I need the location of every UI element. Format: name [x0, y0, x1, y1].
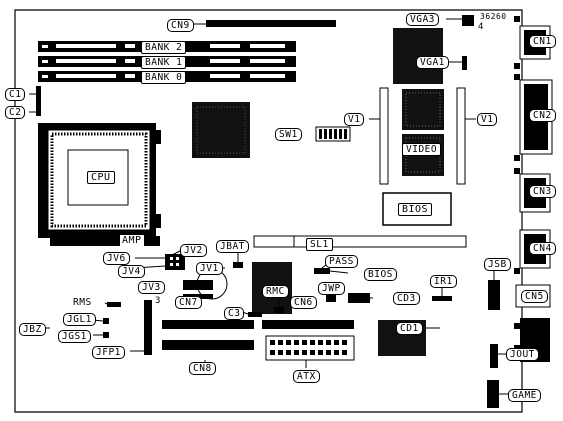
atx-label: ATX [293, 370, 320, 383]
cpu-label: CPU [87, 171, 115, 184]
cn8-header [162, 340, 254, 350]
v1-right-label: V1 [477, 113, 498, 126]
cn2-label: CN2 [529, 109, 556, 122]
cn6-label: CN6 [290, 296, 317, 309]
cn7-header [162, 320, 254, 329]
rms-label: RMS [73, 297, 92, 308]
v1-right-slot [456, 87, 466, 185]
pin-3-label: 3 [155, 296, 161, 306]
vga3-label: VGA3 [406, 13, 439, 26]
cn1-label: CN1 [529, 35, 556, 48]
cn3-label: CN3 [529, 185, 556, 198]
chipset-chip [192, 102, 250, 158]
bank-1-label: BANK 1 [141, 56, 187, 69]
v1-left-slot [379, 87, 389, 185]
cn9-header [206, 20, 336, 27]
jfp1-label: JFP1 [92, 346, 125, 359]
bios-jumper-label: BIOS [364, 268, 397, 281]
c2-label: C2 [5, 106, 26, 119]
cn6-header [262, 320, 354, 329]
cn7-label: CN7 [175, 296, 202, 309]
reference-number: 36260 [480, 12, 507, 21]
amp-label: AMP [120, 235, 144, 246]
jv2-label: JV2 [180, 244, 207, 257]
jwp-label: JWP [318, 282, 345, 295]
cd1-label: CD1 [396, 322, 423, 335]
bank-2-label: BANK 2 [141, 41, 187, 54]
game-label: GAME [508, 389, 541, 402]
cpu-socket [38, 123, 161, 246]
atx-connector [265, 335, 355, 361]
c1-label: C1 [5, 88, 26, 101]
cn5-label: CN5 [521, 290, 548, 303]
v1-left-label: V1 [344, 113, 365, 126]
board-outline [14, 9, 523, 413]
jv1-label: JV1 [196, 262, 223, 275]
cd3-connector [348, 293, 370, 303]
jsb-label: JSB [484, 258, 511, 271]
sl1-label: SL1 [306, 238, 333, 251]
jbz-label: JBZ [19, 323, 46, 336]
sw1-label: SW1 [275, 128, 302, 141]
cd3-label: CD3 [393, 292, 420, 305]
jout-label: JOUT [506, 348, 539, 361]
vga1-label: VGA1 [416, 56, 449, 69]
c3-label: C3 [224, 307, 245, 320]
rmc-label: RMC [262, 285, 289, 298]
video-label: VIDEO [402, 143, 442, 156]
jv3-label: JV3 [138, 281, 165, 294]
sl1-slot [253, 235, 467, 248]
cn9-label: CN9 [167, 19, 194, 32]
jbat-label: JBAT [216, 240, 249, 253]
ir1-label: IR1 [430, 275, 457, 288]
jv4-label: JV4 [118, 265, 145, 278]
bios-chip-label: BIOS [398, 203, 433, 216]
jgs1-label: JGS1 [58, 330, 91, 343]
pass-label: PASS [325, 255, 358, 268]
jv6-label: JV6 [103, 252, 130, 265]
bank-0-label: BANK 0 [141, 71, 187, 84]
cn8-label: CN8 [189, 362, 216, 375]
jgl1-label: JGL1 [63, 313, 96, 326]
pin-4-label: 4 [478, 22, 484, 32]
cn4-label: CN4 [529, 242, 556, 255]
